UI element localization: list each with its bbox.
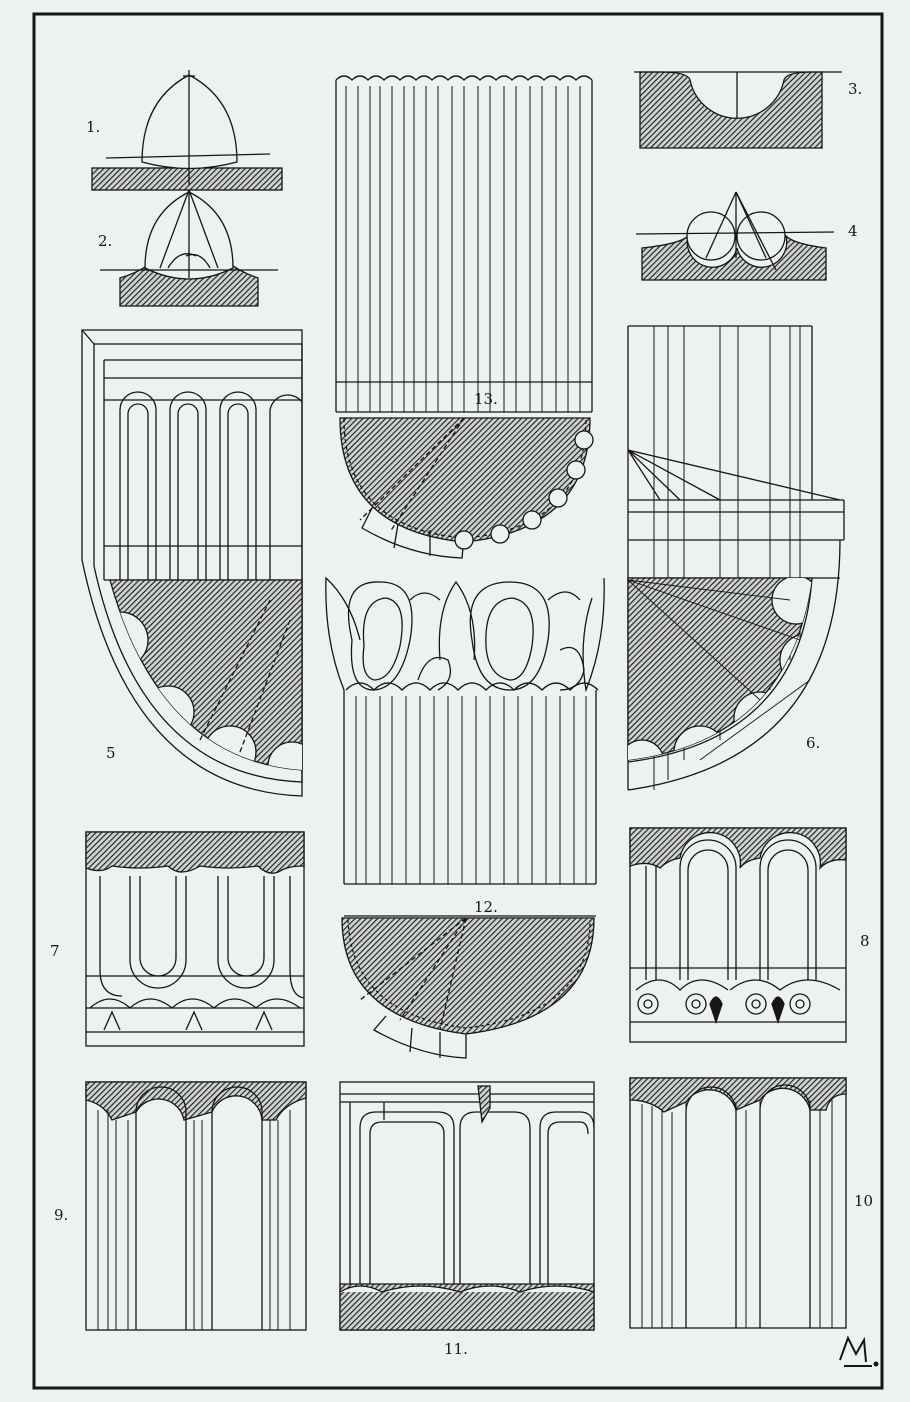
figure-6-label: 6.: [806, 734, 820, 752]
figure-8-label: 8: [860, 932, 870, 950]
figure-9-label: 9.: [54, 1206, 68, 1224]
figure-13-fluted-shaft: [335, 75, 594, 559]
figure-3-label: 3.: [848, 80, 862, 98]
figure-1-label: 1.: [86, 118, 100, 136]
figure-4-double-arc-flute: [635, 191, 835, 281]
figure-10-flute-elevation: [629, 1077, 847, 1329]
figure-8-flute-elevation: [629, 827, 847, 1043]
figure-3-semicircle-flute: [634, 71, 842, 149]
figure-5-label: 5: [106, 744, 116, 762]
figure-6-column-section: [627, 325, 845, 791]
figure-11-label: 11.: [444, 1340, 468, 1358]
plate-border: [32, 12, 884, 1390]
figure-11-flute-elevation: [339, 1081, 595, 1331]
figure-4-label: 4: [848, 222, 858, 240]
figure-12-label: 12.: [474, 898, 498, 916]
figure-5-column-section: [81, 329, 303, 797]
figure-7-label: 7: [50, 942, 60, 960]
figure-1-pointed-flute: [91, 70, 283, 191]
figure-2-pointed-flute: [100, 189, 278, 307]
figure-13-label: 13.: [474, 390, 498, 408]
figure-12-lotus-capital: [325, 576, 605, 1059]
figure-7-flute-elevation: [85, 831, 305, 1047]
monogram-signature: [839, 1335, 879, 1367]
figure-10-label: 10: [854, 1192, 873, 1210]
figure-2-label: 2.: [98, 232, 112, 250]
figure-9-flute-elevation: [85, 1081, 307, 1331]
